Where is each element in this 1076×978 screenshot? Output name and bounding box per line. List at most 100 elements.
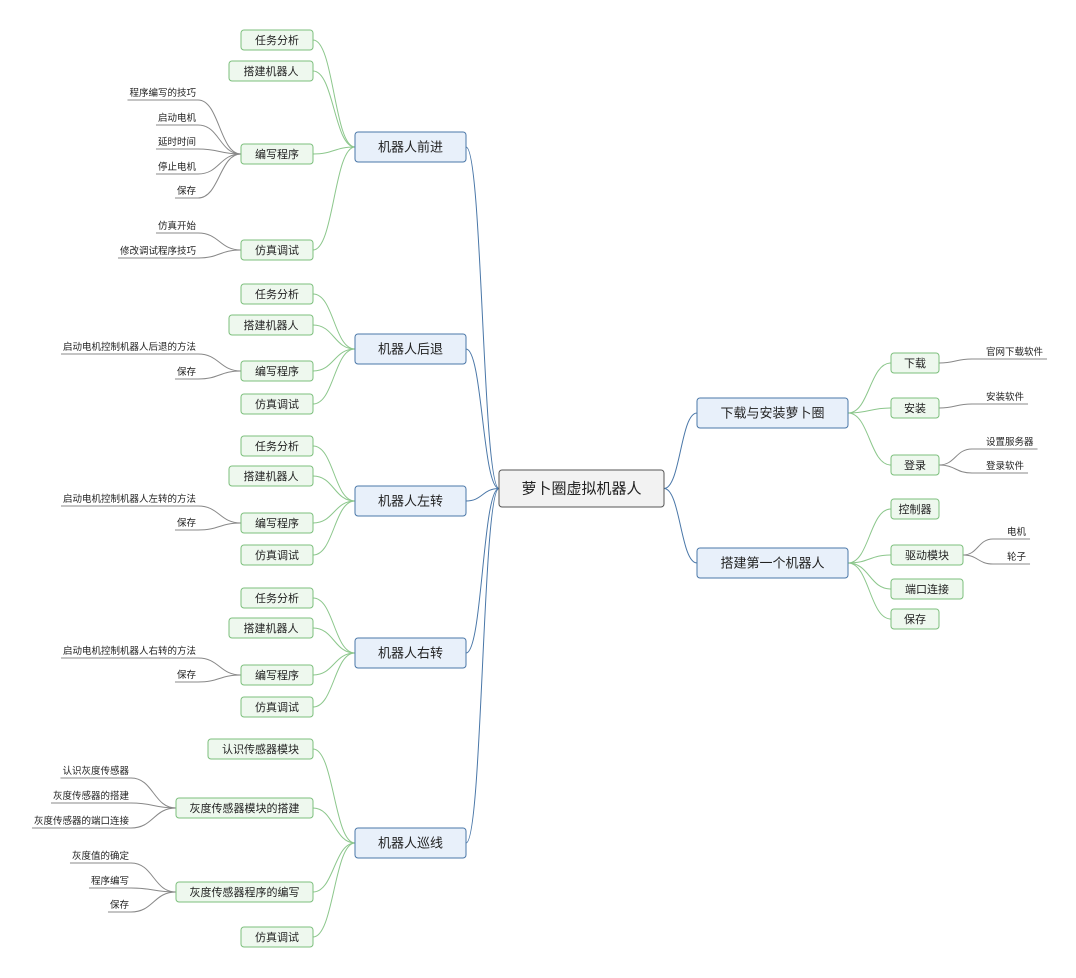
main-topic-4-label: 机器人右转 [378,647,443,662]
edge-main-5-to-sub-2 [312,807,356,844]
edge-main-3-to-sub-1 [312,445,356,502]
subtopic-right-1-2-label: 安装 [904,401,926,415]
subtopic-4-3[interactable]: 编写程序 [240,664,314,686]
edge-right-sub-1-3-to-leaf-2 [938,464,973,474]
edge-main-4-to-sub-2 [312,627,356,654]
subtopic-right-1-2-box [890,397,940,419]
main-topic-4[interactable]: 机器人右转 [354,637,467,669]
subtopic-5-3-label: 灰度传感器程序的编写 [190,885,300,899]
main-topic-1-box [354,131,467,163]
leaf-right-1-1-1: 官网下载软件 [986,346,1044,358]
edge-root-to-right-2 [663,488,698,564]
leaf-right-1-2-1: 安装软件 [986,391,1025,403]
main-topic-5-label: 机器人巡线 [378,837,443,852]
edge-sub-5-3-to-leaf-2 [130,887,177,893]
subtopic-right-2-4-box [890,608,940,630]
leaf-2-3-1: 启动电机控制机器人后退的方法 [63,341,196,353]
subtopic-right-2-2-label: 驱动模块 [905,549,949,562]
leaf-1-3-2: 启动电机 [158,112,197,124]
edge-right-2-to-sub-3 [847,562,892,590]
subtopic-3-1[interactable]: 任务分析 [240,435,314,457]
subtopic-right-2-2[interactable]: 驱动模块 [890,544,964,566]
subtopic-1-2-box [228,60,314,82]
leaf-1-3-5: 保存 [177,185,197,197]
edge-main-3-to-sub-4 [312,500,356,556]
subtopic-2-1[interactable]: 任务分析 [240,283,314,305]
leaf-right-2-2-1: 电机 [1007,526,1027,538]
subtopic-right-1-3-label: 登录 [904,458,926,472]
edge-sub-5-3-to-leaf-1 [130,862,177,893]
leaf-right-1-3-2: 登录软件 [986,460,1025,472]
edge-sub-1-3-to-leaf-2 [197,124,242,155]
subtopic-1-4[interactable]: 仿真调试 [240,239,314,261]
subtopic-3-1-label: 任务分析 [255,439,299,453]
leaf-1-3-4: 停止电机 [158,161,197,173]
main-topic-right-1-label: 下载与安装萝卜圈 [720,407,824,422]
main-topic-2-box [354,333,467,365]
subtopic-2-1-label: 任务分析 [255,287,299,301]
subtopic-right-1-3-box [890,454,940,476]
edge-right-1-to-sub-1 [847,362,892,414]
subtopic-3-3[interactable]: 编写程序 [240,512,314,534]
subtopic-right-2-1[interactable]: 控制器 [890,498,940,520]
subtopic-3-4[interactable]: 仿真调试 [240,544,314,566]
subtopic-4-1[interactable]: 任务分析 [240,587,314,609]
root-topic[interactable]: 萝卜圈虚拟机器人 [498,469,665,508]
edge-sub-1-3-to-leaf-1 [197,99,242,155]
subtopic-5-4-label: 仿真调试 [255,930,299,944]
main-topic-3[interactable]: 机器人左转 [354,485,467,517]
main-topic-2[interactable]: 机器人后退 [354,333,467,365]
edge-main-1-to-sub-3 [312,146,356,155]
subtopic-5-1[interactable]: 认识传感器模块 [207,738,314,760]
main-topic-1[interactable]: 机器人前进 [354,131,467,163]
subtopic-5-2[interactable]: 灰度传感器模块的搭建 [175,797,314,819]
root-topic-label: 萝卜圈虚拟机器人 [521,480,641,498]
subtopic-5-4[interactable]: 仿真调试 [240,926,314,948]
edge-root-to-main-1 [465,146,500,489]
edge-right-sub-1-2-to-leaf-1 [938,403,973,409]
subtopic-1-1[interactable]: 任务分析 [240,29,314,51]
subtopic-4-4-box [240,696,314,718]
leaf-right-1-3-1: 设置服务器 [986,436,1034,448]
subtopic-2-4[interactable]: 仿真调试 [240,393,314,415]
subtopic-right-2-3[interactable]: 端口连接 [890,578,964,600]
subtopic-1-4-label: 仿真调试 [255,243,299,257]
subtopic-2-1-box [240,283,314,305]
subtopic-2-2[interactable]: 搭建机器人 [228,314,314,336]
subtopic-right-1-3[interactable]: 登录 [890,454,940,476]
subtopic-1-2[interactable]: 搭建机器人 [228,60,314,82]
subtopic-4-4-label: 仿真调试 [255,700,299,714]
subtopic-1-2-label: 搭建机器人 [244,64,299,78]
subtopic-4-4[interactable]: 仿真调试 [240,696,314,718]
main-topic-5[interactable]: 机器人巡线 [354,827,467,859]
subtopic-right-2-4[interactable]: 保存 [890,608,940,630]
leaf-2-3-2: 保存 [177,366,197,378]
edge-sub-5-2-to-leaf-2 [130,802,177,809]
subtopic-3-2[interactable]: 搭建机器人 [228,465,314,487]
main-topic-2-label: 机器人后退 [378,343,443,358]
edge-right-1-to-sub-3 [847,412,892,466]
subtopic-right-1-2[interactable]: 安装 [890,397,940,419]
edge-main-2-to-sub-1 [312,293,356,350]
subtopic-4-2[interactable]: 搭建机器人 [228,617,314,639]
subtopic-2-3[interactable]: 编写程序 [240,360,314,382]
subtopic-4-3-box [240,664,314,686]
edge-main-5-to-sub-4 [312,842,356,938]
subtopic-1-3[interactable]: 编写程序 [240,143,314,165]
main-topic-3-box [354,485,467,517]
edge-sub-1-3-to-leaf-3 [197,148,242,155]
subtopic-5-3[interactable]: 灰度传感器程序的编写 [175,881,314,903]
edge-right-2-to-sub-4 [847,562,892,620]
subtopic-right-2-1-label: 控制器 [899,502,932,516]
subtopic-4-2-box [228,617,314,639]
edge-main-5-to-sub-1 [312,748,356,844]
subtopic-right-1-1[interactable]: 下载 [890,352,940,374]
edge-main-2-to-sub-3 [312,348,356,372]
main-topic-right-2[interactable]: 搭建第一个机器人 [696,547,849,579]
edge-sub-1-3-to-leaf-5 [197,153,242,199]
edge-sub-5-2-to-leaf-3 [130,807,177,829]
edge-main-2-to-sub-2 [312,324,356,350]
subtopic-right-2-1-box [890,498,940,520]
main-topic-right-1[interactable]: 下载与安装萝卜圈 [696,397,849,429]
subtopic-right-2-3-box [890,578,964,600]
